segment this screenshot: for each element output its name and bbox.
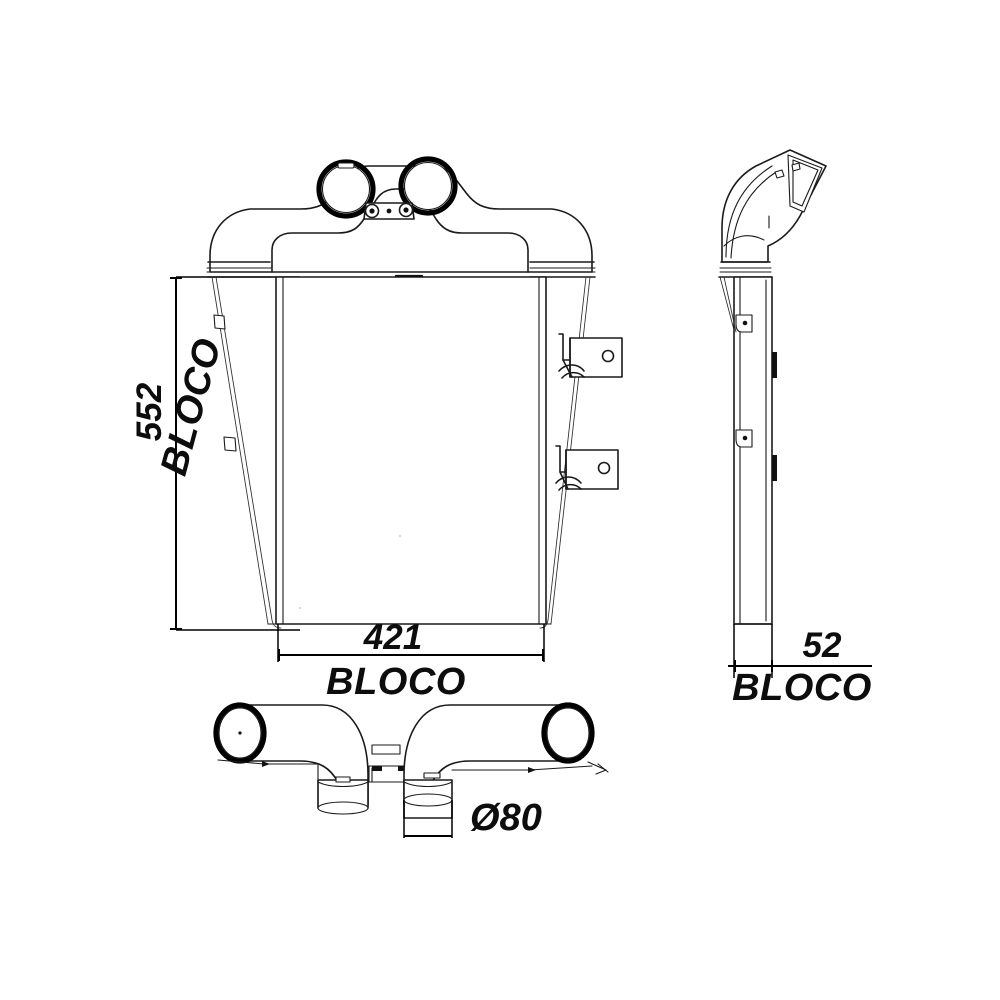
dimension-depth-52 — [728, 624, 872, 678]
dimension-52-text: 52 — [803, 626, 842, 665]
side-tank-collar — [718, 261, 773, 278]
mounting-bracket-upper — [558, 333, 623, 379]
left-tank-collar — [206, 261, 272, 278]
port-right — [398, 156, 458, 216]
dimension-421-text: 421 — [363, 618, 422, 657]
side-edge-studs — [772, 352, 777, 481]
port-connector-bracket — [363, 202, 415, 220]
side-view: 52 BLOCO — [718, 149, 872, 709]
dimension-width-421 — [277, 624, 545, 662]
side-elbow-outlet — [721, 149, 827, 263]
top-view: Ø80 — [213, 702, 609, 839]
dimension-552-text: 552 — [130, 382, 169, 441]
side-core-body — [719, 276, 773, 625]
port-left — [316, 159, 376, 219]
mounting-bracket-lower — [555, 445, 619, 491]
bloco-label-depth: BLOCO — [732, 667, 872, 709]
bloco-label-width: BLOCO — [326, 661, 466, 703]
dimension-port-diameter — [403, 800, 453, 838]
side-mount-tab-upper — [735, 314, 753, 333]
cooler-core — [275, 274, 547, 625]
side-mount-tab-lower — [735, 429, 753, 448]
dimension-diameter-text: Ø80 — [470, 797, 542, 839]
front-view: 552 BLOCO 421 BLOCO — [130, 156, 623, 703]
left-side-wall — [211, 276, 282, 629]
top-view-left-elbow — [213, 702, 369, 815]
